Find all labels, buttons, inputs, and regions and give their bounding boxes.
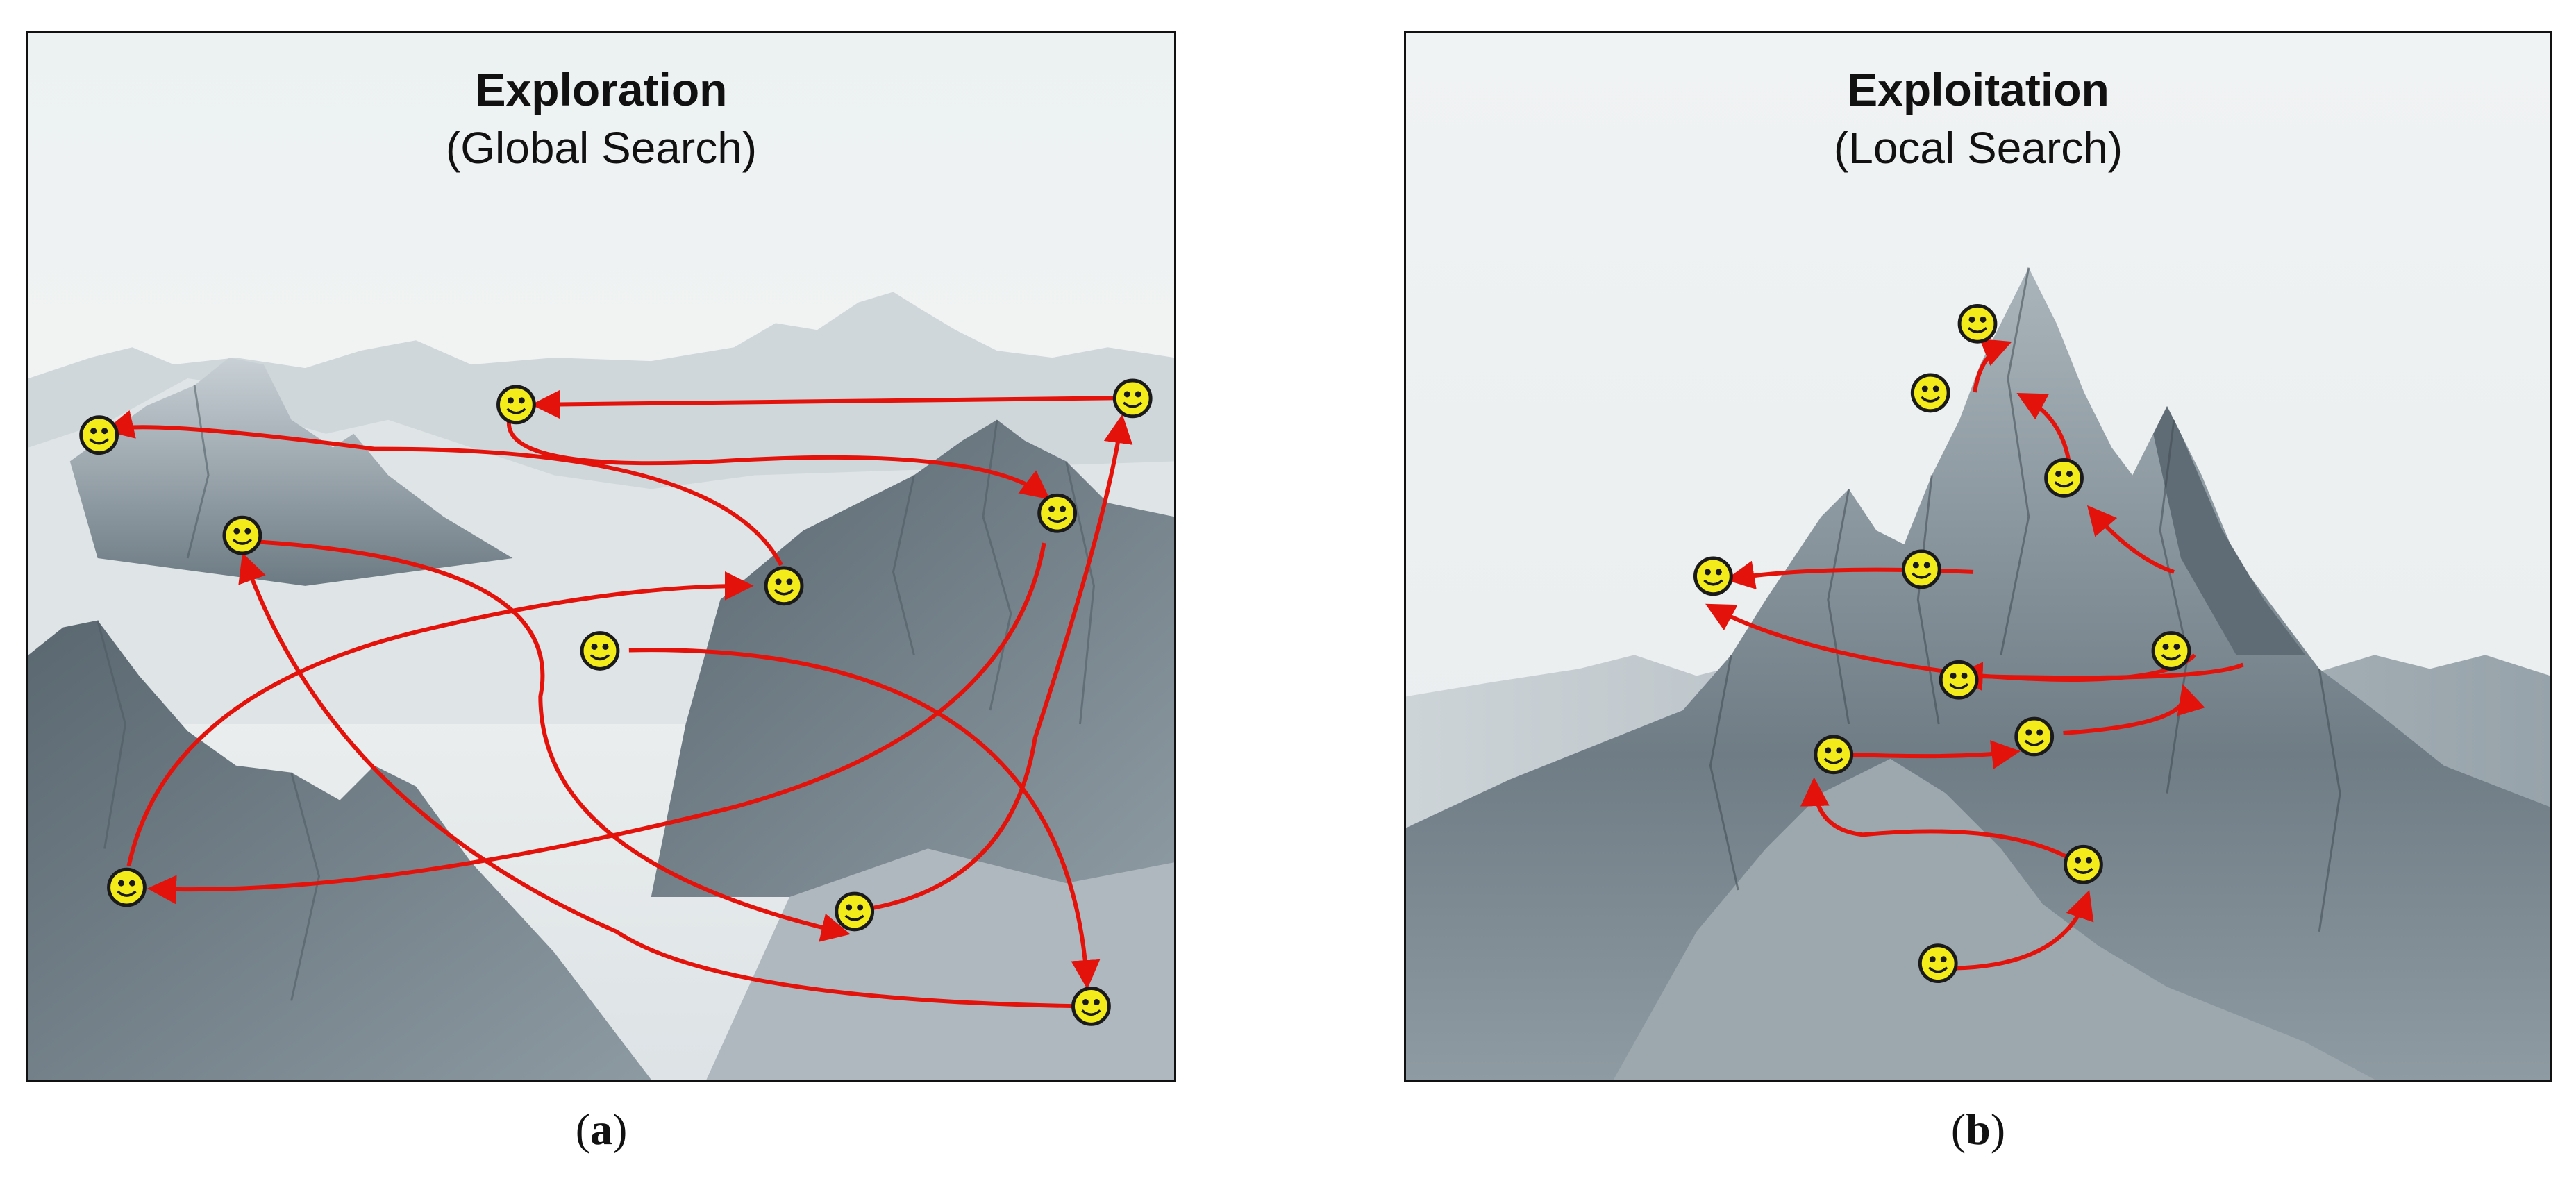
- panel-title: Exploration: [475, 64, 728, 115]
- title-block-exploitation: Exploitation (Local Search): [1406, 60, 2550, 177]
- smiley-face-icon: [1941, 662, 1977, 698]
- smiley-face-icon: [109, 869, 145, 905]
- caption-a: (a): [532, 1104, 671, 1155]
- smiley-face-icon: [1920, 946, 1956, 982]
- smiley-face-icon: [837, 893, 873, 930]
- right-mountain: [651, 419, 1174, 898]
- caption-letter: a: [590, 1105, 612, 1154]
- smiley-face-icon: [1073, 989, 1110, 1025]
- exploitation-landscape: [1406, 33, 2550, 1080]
- caption-open: (: [575, 1105, 590, 1154]
- smiley-face-icon: [224, 517, 260, 553]
- smiley-face-icon: [2046, 460, 2082, 496]
- smiley-face-icon: [1912, 375, 1948, 411]
- caption-open: (: [1950, 1105, 1966, 1154]
- panel-title: Exploitation: [1847, 64, 2109, 115]
- front-ridge: [1613, 758, 2375, 1080]
- smiley-face-icon: [1903, 551, 1939, 587]
- caption-close: ): [1990, 1105, 2006, 1154]
- sketch-lines: [97, 385, 1095, 1001]
- exploration-landscape: [28, 33, 1174, 1080]
- smiley-face-icon: [499, 387, 535, 423]
- sketch-lines-b: [1709, 267, 2341, 932]
- smiley-face-icon: [2066, 846, 2102, 882]
- secondary-peak: [2153, 405, 2306, 655]
- smiley-face-icon: [1114, 380, 1151, 417]
- smiley-face-icon: [1816, 737, 1852, 773]
- panel-exploration: Exploration (Global Search): [26, 31, 1176, 1082]
- smiley-face-icon: [1959, 305, 1996, 342]
- right-lower-slope: [706, 848, 1174, 1080]
- panel-exploitation: Exploitation (Local Search): [1404, 31, 2552, 1082]
- caption-close: ): [612, 1105, 628, 1154]
- smiley-face-icon: [1695, 558, 1731, 594]
- caption-letter: b: [1966, 1105, 1991, 1154]
- smiley-face-icon: [81, 417, 117, 453]
- smiley-face-icon: [1039, 495, 1076, 531]
- smiley-face-icon: [2016, 719, 2052, 755]
- exploration-arrows: [104, 389, 1143, 1009]
- caption-b: (b): [1909, 1104, 2048, 1155]
- smiley-face-icon: [582, 633, 618, 669]
- smiley-face-icon: [2153, 633, 2189, 669]
- panel-subtitle: (Global Search): [445, 123, 758, 173]
- smiley-face-icon: [766, 568, 802, 604]
- left-front-mountain: [28, 620, 651, 1080]
- panel-subtitle: (Local Search): [1833, 123, 2123, 173]
- title-block-exploration: Exploration (Global Search): [28, 60, 1174, 177]
- left-mountain: [69, 358, 513, 586]
